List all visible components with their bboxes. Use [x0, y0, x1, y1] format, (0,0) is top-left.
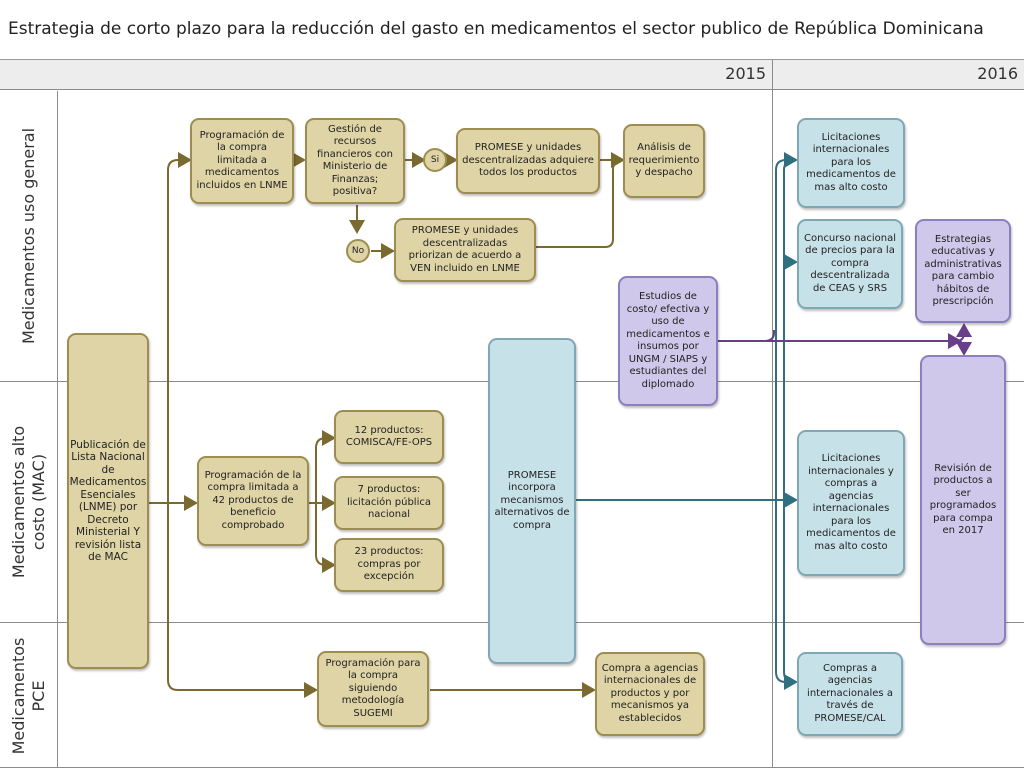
box-programacion-limitada-lnme: Programación de la compra limitada a med… [190, 118, 294, 204]
box-promese-mecanismos-alternativos: PROMESE incorpora mecanismos alternativo… [488, 338, 576, 664]
year-header-2015: 2015 [0, 60, 772, 90]
box-publicacion-lnme: Publicación de Lista Nacional de Medicam… [67, 333, 149, 669]
box-estrategias-educativas: Estrategias educativas y administrativas… [915, 219, 1011, 323]
box-promese-adquiere-todos: PROMESE y unidades descentralizadas adqu… [456, 128, 600, 194]
box-compras-agencias-promese-cal: Compras a agencias internacionales a tra… [797, 652, 903, 736]
box-compra-agencias-internacionales: Compra a agencias internacionales de pro… [595, 652, 705, 736]
decision-si: Si [423, 148, 447, 172]
box-estudios-costo-efectiva: Estudios de costo/ efectiva y uso de med… [618, 276, 718, 406]
lane-label-alto-costo: Medicamentos alto costo (MAC) [0, 382, 58, 622]
box-12-productos: 12 productos: COMISCA/FE-OPS [334, 410, 444, 464]
box-analisis-requerimiento: Análisis de requerimiento y despacho [623, 124, 705, 198]
lane-label-uso-general: Medicamentos uso general [0, 91, 58, 381]
box-licitaciones-agencias-mac: Licitaciones internacionales y compras a… [797, 430, 905, 576]
box-concurso-nacional-precios: Concurso nacional de precios para la com… [797, 219, 903, 309]
decision-no: No [346, 239, 370, 263]
year-header-2016: 2016 [772, 60, 1024, 90]
box-23-productos: 23 productos: compras por excepción [334, 538, 444, 592]
year-divider [772, 60, 773, 768]
year-label-2016: 2016 [977, 64, 1018, 83]
lane-label-pce: Medicamentos PCE [0, 623, 58, 768]
box-7-productos: 7 productos: licitación pública nacional [334, 476, 444, 530]
year-label-2015: 2015 [725, 64, 766, 83]
box-licitaciones-internacionales: Licitaciones internacionales para los me… [797, 118, 905, 208]
box-programacion-sugemi: Programación para la compra siguiendo me… [317, 651, 429, 727]
diagram-title: Estrategia de corto plazo para la reducc… [0, 0, 1024, 60]
box-promese-priorizan: PROMESE y unidades descentralizadas prio… [394, 218, 536, 282]
box-revision-productos-2017: Revisión de productos a ser programados … [920, 355, 1006, 645]
box-gestion-recursos: Gestión de recursos financieros con Mini… [305, 118, 405, 204]
box-programacion-42-productos: Programación de la compra limitada a 42 … [197, 456, 309, 546]
